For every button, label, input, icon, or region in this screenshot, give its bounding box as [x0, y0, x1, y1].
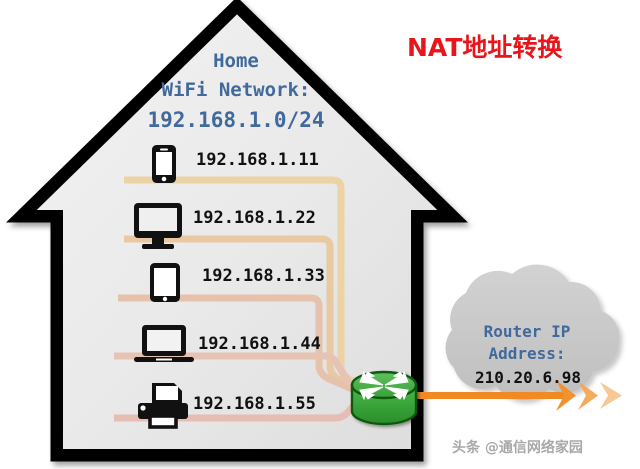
cable-device-2 — [118, 294, 368, 399]
cloud-label-line2: Address: — [488, 344, 566, 363]
internet-cloud — [445, 264, 620, 401]
device-ip-label: 192.168.1.11 — [196, 150, 319, 170]
tablet-icon — [150, 263, 180, 302]
home-network-label-line1: Home — [213, 50, 259, 72]
device-ip-label: 192.168.1.55 — [193, 394, 316, 414]
home-network-label-line2: WiFi Network: — [161, 79, 311, 101]
device-ip-label: 192.168.1.22 — [193, 208, 316, 228]
smartphone-icon — [152, 145, 176, 183]
printer-icon — [138, 383, 188, 429]
laptop-icon — [134, 325, 194, 362]
router-icon[interactable] — [350, 370, 418, 426]
cloud-label-line1: Router IP — [483, 322, 571, 341]
cable-device-1 — [124, 235, 371, 397]
desktop-monitor-icon — [134, 203, 182, 249]
device-ip-label: 192.168.1.44 — [198, 334, 321, 354]
wan-traffic-arrow — [386, 380, 622, 411]
home-network-subnet: 192.168.1.0/24 — [147, 108, 325, 132]
watermark: 头条 @通信网络家园 — [452, 440, 583, 456]
device-ip-label: 192.168.1.33 — [202, 266, 325, 286]
page-title: NAT地址转换 — [407, 33, 563, 62]
public-ip-label: 210.20.6.98 — [475, 368, 581, 387]
